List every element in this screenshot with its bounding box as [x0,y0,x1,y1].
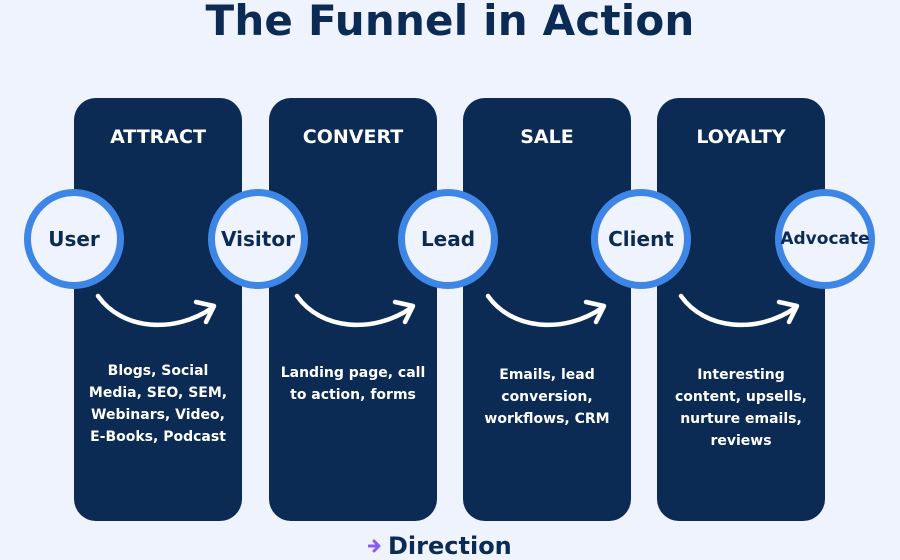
node-label: Client [608,227,674,251]
brand-logo: Direction [368,534,512,558]
brand-name: Direction [388,532,512,560]
stage-description: Landing page, call to action, forms [280,365,426,403]
stage-heading: SALE [520,126,574,148]
node-label: Visitor [221,227,295,251]
funnel-node-advocate: Advocate [775,189,875,289]
node-label: Lead [420,227,476,251]
stage-description: Interesting content, upsells, nurture em… [675,367,807,449]
stage-heading: LOYALTY [696,126,786,148]
funnel-node-visitor: Visitor [208,189,308,289]
node-label: User [48,227,100,251]
arrow-icon [95,293,217,328]
stage-description: Blogs, Social Media, SEO, SEM, Webinars,… [88,363,228,445]
stage-heading: CONVERT [302,126,404,148]
logo-arrow-icon [368,539,381,553]
funnel-node-client: Client [591,189,691,289]
node-label: Advocate [780,229,870,249]
stage-heading: ATTRACT [110,126,206,148]
arrow-icon [294,293,416,328]
page-title: The Funnel in Action [205,0,695,45]
stage-description: Emails, lead conversion, workflows, CRM [484,367,610,427]
funnel-node-user: User [24,189,124,289]
arrow-icon [678,293,800,328]
funnel-node-lead: Lead [398,189,498,289]
arrow-icon [485,293,607,328]
